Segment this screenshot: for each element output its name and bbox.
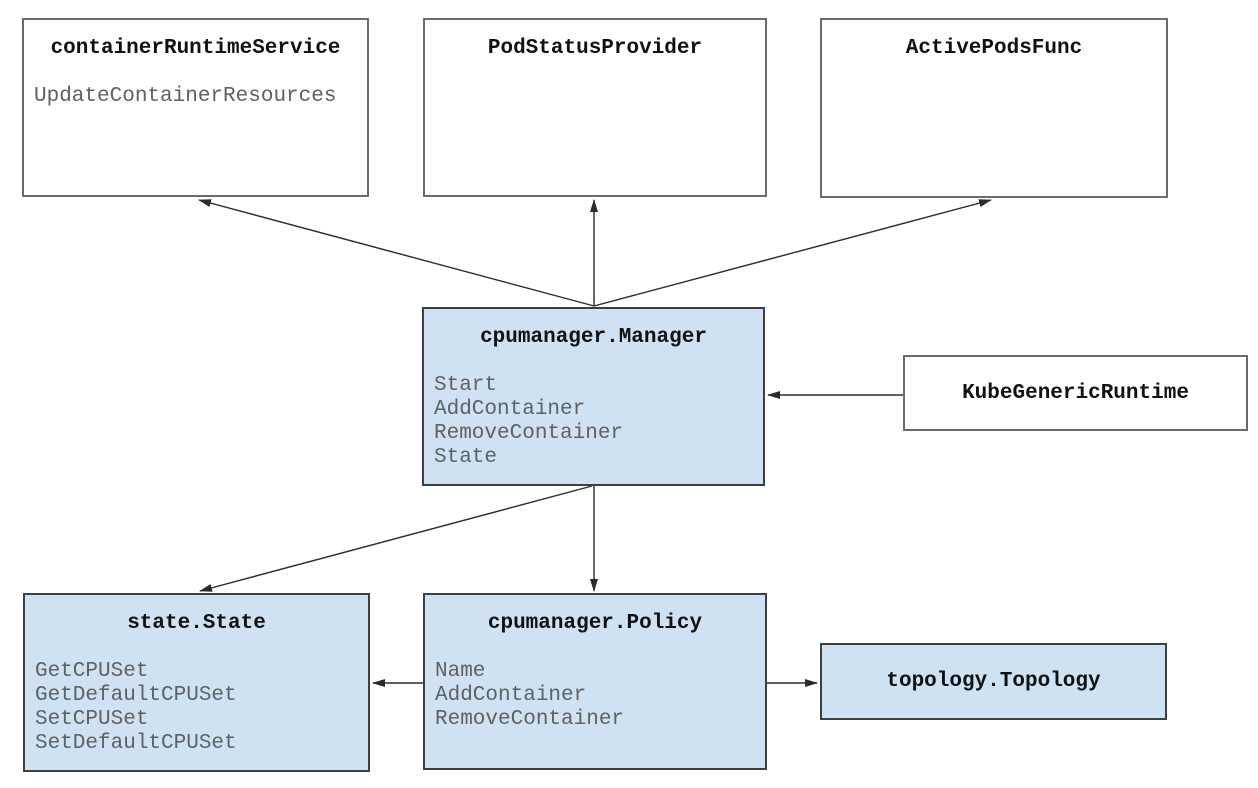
- node-title: cpumanager.Manager: [480, 326, 707, 349]
- node-state-state: state.State GetCPUSet GetDefaultCPUSet S…: [23, 593, 370, 772]
- node-title: topology.Topology: [886, 670, 1101, 693]
- node-pod-status-provider: PodStatusProvider: [423, 18, 767, 197]
- node-title: containerRuntimeService: [50, 37, 341, 60]
- node-method-list: Start AddContainer RemoveContainer State: [424, 374, 763, 470]
- arrow-manager-to-container-runtime-service: [198, 199, 595, 307]
- method-item: SetDefaultCPUSet: [35, 732, 237, 755]
- method-item: GetDefaultCPUSet: [35, 684, 237, 707]
- node-kube-generic-runtime: KubeGenericRuntime: [903, 355, 1248, 431]
- node-cpumanager-manager: cpumanager.Manager Start AddContainer Re…: [422, 307, 765, 486]
- method-item: RemoveContainer: [434, 422, 624, 445]
- node-title: PodStatusProvider: [487, 37, 703, 60]
- method-item: Start: [434, 374, 498, 397]
- method-item: State: [434, 446, 498, 469]
- method-item: AddContainer: [435, 684, 587, 707]
- arrow-manager-to-state-state: [199, 485, 593, 592]
- node-cpumanager-policy: cpumanager.Policy Name AddContainer Remo…: [423, 593, 767, 770]
- node-active-pods-func: ActivePodsFunc: [820, 18, 1168, 198]
- node-title: ActivePodsFunc: [905, 37, 1083, 60]
- method-item: UpdateContainerResources: [34, 85, 337, 108]
- method-item: SetCPUSet: [35, 708, 149, 731]
- arrow-manager-to-active-pods-func: [593, 199, 992, 307]
- node-method-list: UpdateContainerResources: [24, 85, 367, 109]
- node-title: KubeGenericRuntime: [962, 381, 1189, 405]
- node-title: cpumanager.Policy: [487, 612, 703, 635]
- node-title: state.State: [127, 612, 266, 635]
- method-item: AddContainer: [434, 398, 586, 421]
- method-item: GetCPUSet: [35, 660, 149, 683]
- node-topology-topology: topology.Topology: [820, 643, 1167, 720]
- method-item: RemoveContainer: [435, 708, 625, 731]
- method-item: Name: [435, 660, 486, 683]
- node-container-runtime-service: containerRuntimeService UpdateContainerR…: [22, 18, 369, 197]
- node-method-list: GetCPUSet GetDefaultCPUSet SetCPUSet Set…: [25, 660, 368, 756]
- node-method-list: Name AddContainer RemoveContainer: [425, 660, 765, 732]
